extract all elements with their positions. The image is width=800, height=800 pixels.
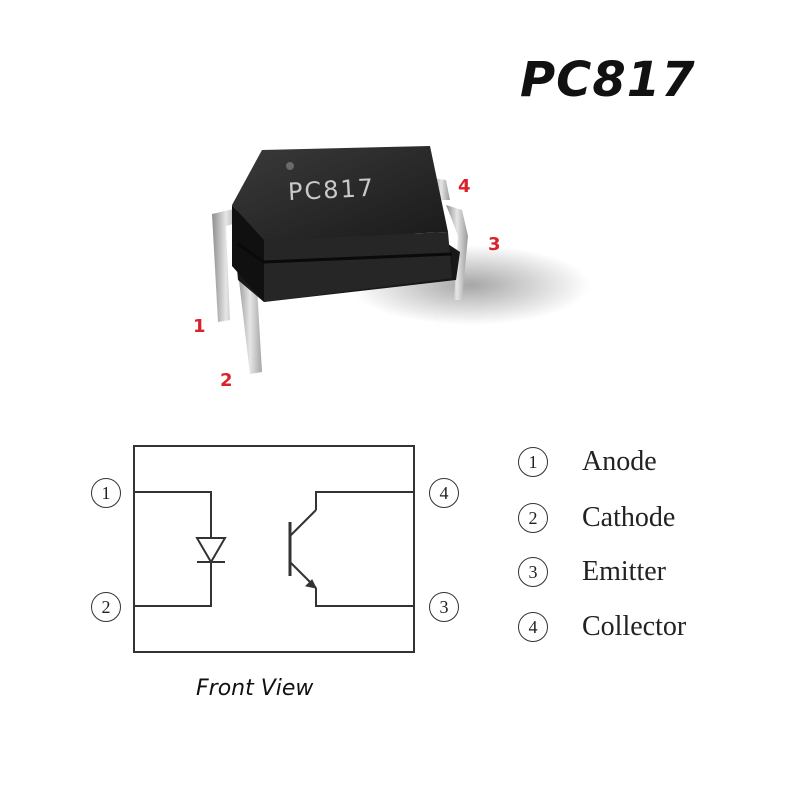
legend-label-emitter: Emitter: [582, 556, 666, 587]
legend-label-anode: Anode: [582, 446, 657, 477]
legend-row-emitter: 3 Emitter: [518, 556, 666, 588]
legend-number-3: 3: [518, 557, 548, 587]
transistor-emitter-leg: [289, 561, 317, 589]
transistor-emitter-arrow: [304, 579, 317, 589]
pin-1-leg: [212, 208, 240, 322]
legend-number-1: 1: [518, 447, 548, 477]
package-seam: [237, 242, 453, 264]
led-wire-bottom: [134, 562, 212, 607]
transistor-collector-leg: [289, 509, 317, 537]
callout-pin-1: 1: [193, 316, 206, 337]
pin1-marker-dot: [286, 162, 294, 170]
schematic-pin-3: 3: [429, 592, 459, 622]
figure-title: PC817: [520, 52, 696, 108]
schematic-outline: [133, 445, 415, 653]
legend-number-4: 4: [518, 612, 548, 642]
package-top-face: [232, 146, 448, 240]
view-label: Front View: [196, 676, 314, 701]
schematic-pin-2-number: 2: [101, 596, 111, 617]
callout-pin-2: 2: [220, 370, 233, 391]
legend-row-anode: 1 Anode: [518, 446, 657, 478]
schematic-pin-4-number: 4: [439, 482, 449, 503]
legend-number-2: 2: [518, 503, 548, 533]
callout-pin-4: 4: [458, 176, 471, 197]
led-diode-symbol: [195, 537, 227, 564]
schematic-pin-4: 4: [429, 478, 459, 508]
transistor-wire-emitter: [315, 588, 414, 607]
legend-row-collector: 4 Collector: [518, 611, 686, 643]
led-wire-top: [134, 491, 212, 530]
schematic-pin-2: 2: [91, 592, 121, 622]
legend-label-collector: Collector: [582, 611, 687, 642]
legend-row-cathode: 2 Cathode: [518, 502, 675, 534]
schematic-pin-1: 1: [91, 478, 121, 508]
package-front-face: [264, 232, 452, 302]
callout-pin-3: 3: [488, 234, 501, 255]
pc817-package-illustration: PC817: [212, 146, 590, 374]
schematic-pin-1-number: 1: [101, 482, 111, 503]
package-marking: PC817: [287, 174, 375, 207]
schematic-pin-3-number: 3: [439, 596, 449, 617]
package-left-face: [232, 205, 264, 302]
transistor-wire-collector: [315, 491, 414, 510]
legend-label-cathode: Cathode: [582, 502, 676, 533]
